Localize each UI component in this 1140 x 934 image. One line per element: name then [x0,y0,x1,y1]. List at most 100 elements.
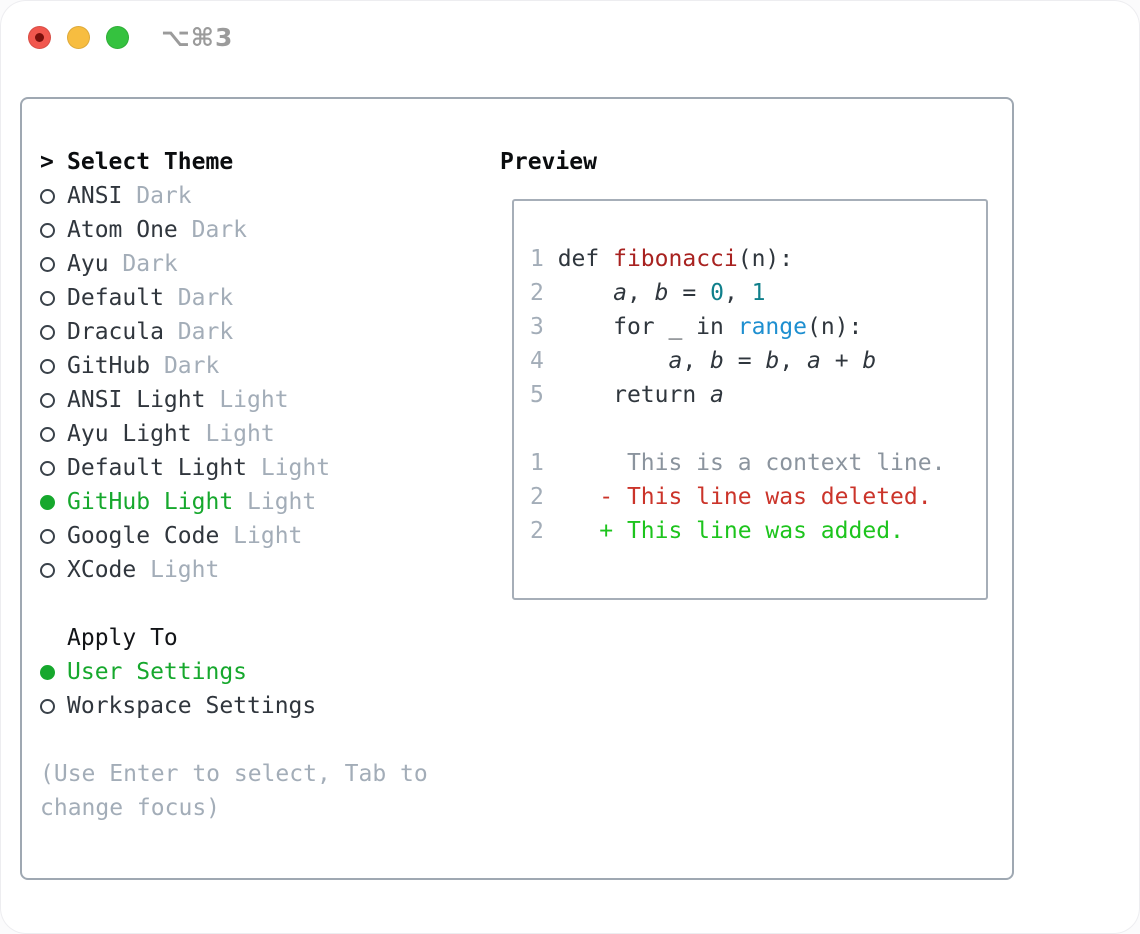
radio-icon [40,290,55,306]
theme-picker-panel: > Select Theme ANSI Dark Atom One Dark A… [20,97,1014,880]
theme-item-tag: Light [247,489,317,515]
theme-item-tag: Light [260,455,331,481]
theme-item[interactable]: ANSI Light Light [40,383,480,417]
minimize-button[interactable] [67,26,90,49]
theme-item[interactable]: Ayu Light Light [40,417,480,451]
line-number: 4 [530,348,544,374]
apply-to-header-row: Apply To [40,621,480,655]
code-line: 2 + This line was added. [530,514,978,548]
code-segment: , [723,280,752,306]
code-segment: 1 [751,280,766,306]
apply-option[interactable]: User Settings [40,655,480,689]
theme-item-tag: Dark [163,353,220,379]
hint-text-line-1: (Use Enter to select, Tab to [40,761,428,787]
theme-item[interactable]: Atom One Dark [40,213,480,247]
code-segment: def [543,246,614,272]
theme-item[interactable]: Default Dark [40,281,480,315]
code-segment: b [654,280,669,306]
code-segment: - This line was deleted. [543,484,932,510]
apply-option-label: Workspace Settings [67,693,317,719]
line-number: 1 [530,246,544,272]
radio-icon [40,324,55,340]
title-bar: ⌥⌘3 [0,0,1140,97]
traffic-lights [28,26,129,49]
apply-option-label: User Settings [67,659,248,685]
radio-icon [40,562,55,578]
code-segment: return [543,382,711,408]
code-segment: = [723,348,766,374]
theme-item[interactable]: Google Code Light [40,519,480,553]
code-segment: 0 [710,280,724,306]
code-segment: range [737,314,807,340]
code-line: 4 a, b = b, a + b [530,344,978,378]
theme-item-tag: Light [233,523,303,549]
theme-item-tag: Dark [136,183,192,209]
code-line [530,412,978,446]
code-segment: a [613,280,627,306]
theme-item-tag: Dark [191,217,248,243]
theme-item-label: Default [67,285,164,311]
code-segment: a [710,382,724,408]
code-line: 2 - This line was deleted. [530,480,978,514]
code-segment: b [710,348,724,374]
radio-icon [40,358,55,374]
theme-item-label: Ayu [67,251,109,277]
theme-item-label: GitHub [67,353,151,379]
selection-prompt-icon: > [40,149,54,175]
theme-item[interactable]: Dracula Dark [40,315,480,349]
radio-icon [40,494,55,510]
radio-icon [40,188,55,204]
code-segment [544,280,613,306]
code-line: 5 return a [530,378,978,412]
theme-item-tag: Light [150,557,220,583]
code-segment: , [682,348,711,374]
hint-text-line-2: change focus) [40,795,221,821]
code-segment: (n): [806,314,863,340]
close-button[interactable] [28,26,51,49]
theme-item[interactable]: XCode Light [40,553,480,587]
theme-item[interactable]: ANSI Dark [40,179,480,213]
theme-item-label: Google Code [67,523,220,549]
spacer [40,723,480,757]
code-segment: b [862,348,877,374]
radio-icon [40,460,55,476]
theme-item[interactable]: GitHub Light Light [40,485,480,519]
theme-list-header: Select Theme [67,149,234,175]
theme-item-label: ANSI Light [67,387,206,413]
theme-item-tag: Light [219,387,289,413]
code-line: 2 a, b = 0, 1 [530,276,978,310]
code-segment: = [668,280,711,306]
line-number: 1 [530,450,544,476]
theme-item-label: ANSI [67,183,123,209]
theme-item-tag: Light [205,421,275,447]
code-segment: (n): [737,246,794,272]
preview-column: Preview 1 def fibonacci(n):2 a, b = 0, 1… [480,145,1012,878]
radio-icon [40,664,55,680]
theme-item-label: GitHub Light [67,489,234,515]
zoom-button[interactable] [106,26,129,49]
theme-item-label: Atom One [67,217,178,243]
code-segment: a [807,348,821,374]
preview-title: Preview [500,149,597,175]
theme-item[interactable]: Default Light Light [40,451,480,485]
theme-item-label: Ayu Light [67,421,192,447]
code-line: 1 def fibonacci(n): [530,242,978,276]
theme-item[interactable]: GitHub Dark [40,349,480,383]
code-segment: + This line was added. [543,518,904,544]
theme-item-label: Default Light [67,455,248,481]
code-line: 3 for _ in range(n): [530,310,978,344]
code-segment: fibonacci [613,246,738,272]
marker-placeholder [40,631,55,646]
apply-option[interactable]: Workspace Settings [40,689,480,723]
code-segment [544,348,669,374]
apply-to-header: Apply To [67,625,178,651]
apply-options-list: User Settings Workspace Settings [40,655,480,723]
theme-list-header-row: > Select Theme [40,145,480,179]
theme-list: ANSI Dark Atom One Dark Ayu Dark Default… [40,179,480,587]
line-number: 2 [530,484,544,510]
line-number: 5 [530,382,544,408]
code-segment: This is a context line. [543,450,946,476]
theme-item[interactable]: Ayu Dark [40,247,480,281]
